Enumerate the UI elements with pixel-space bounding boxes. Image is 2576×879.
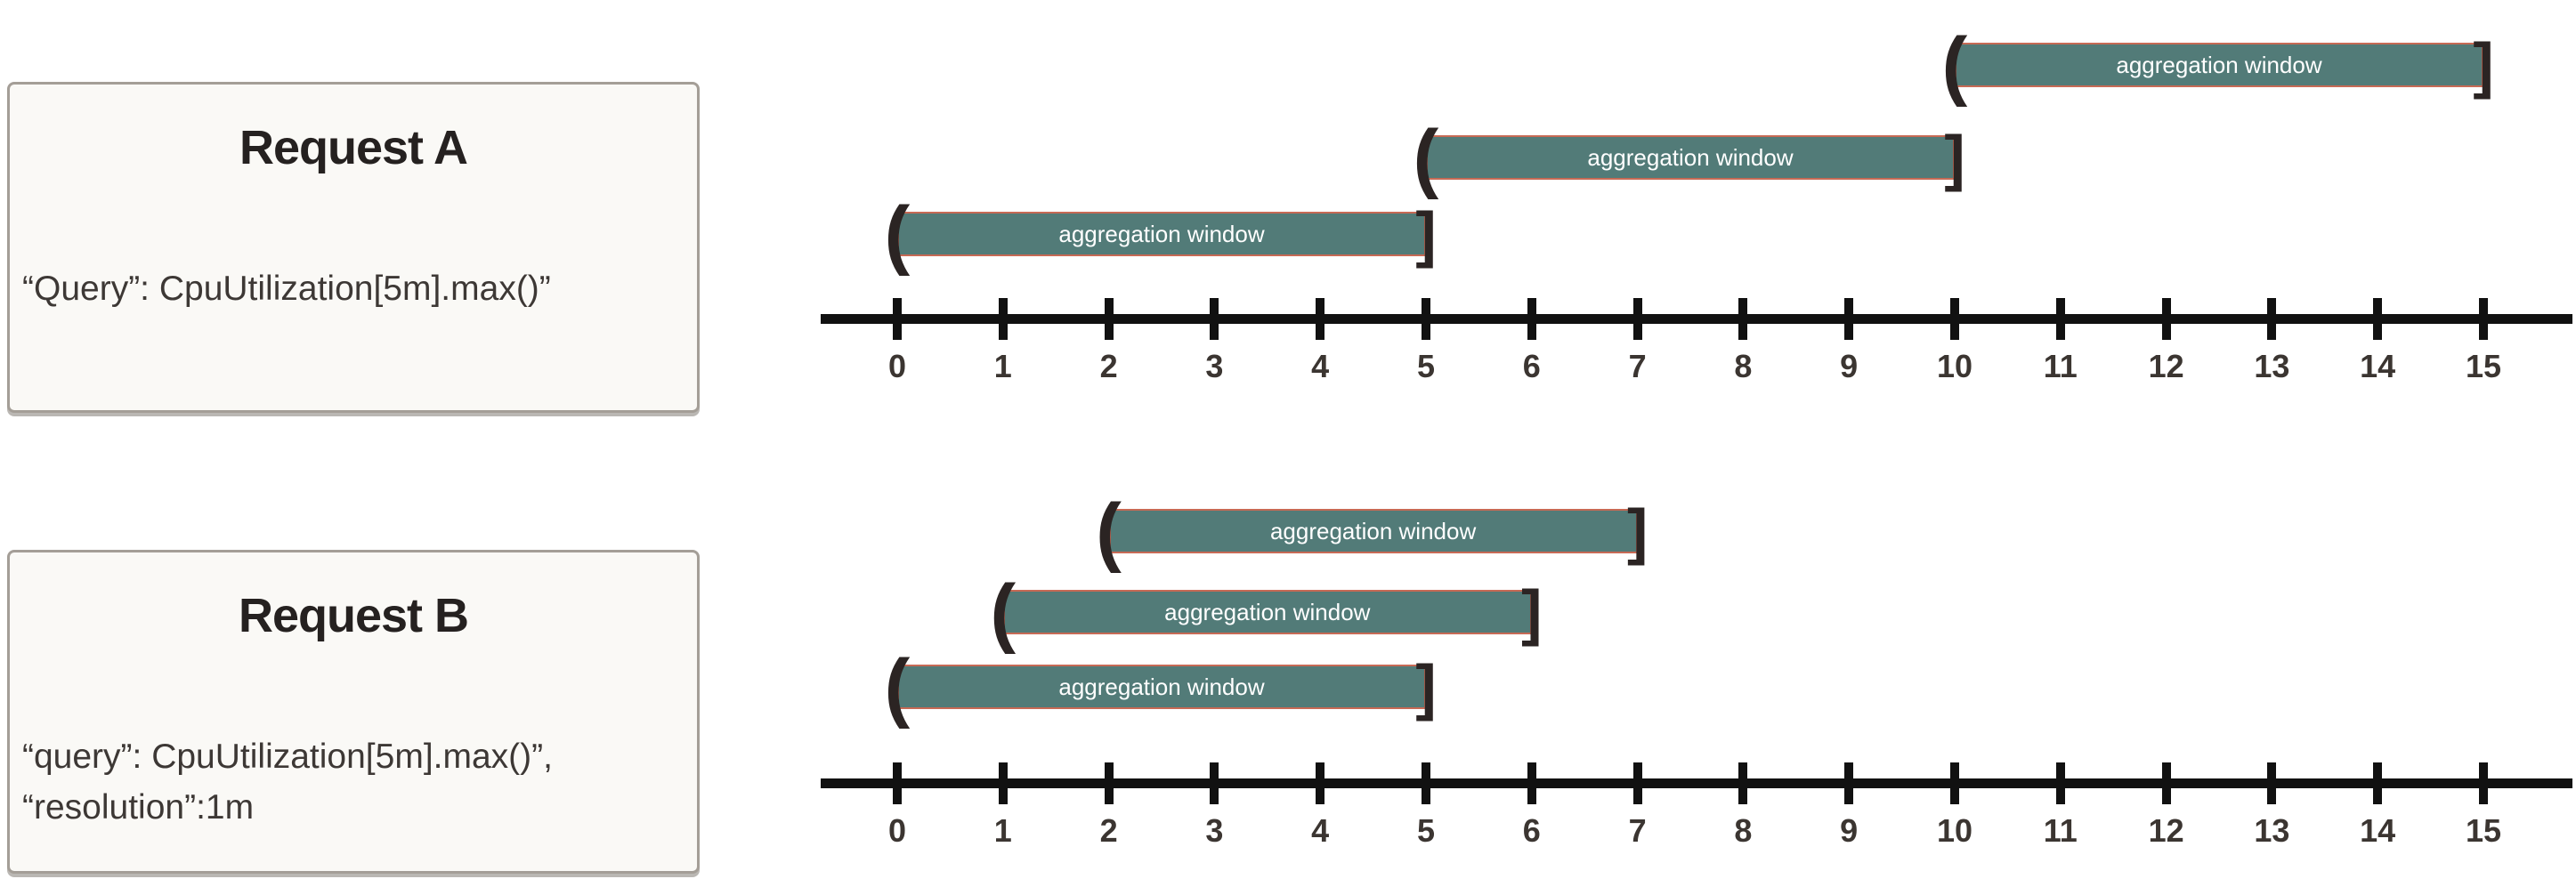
timeline-a-tick [1632,298,1642,340]
timeline-b-tick [2373,762,2383,804]
timeline-a-tick-label: 6 [1522,348,1541,384]
timeline-b-tick [1527,762,1536,804]
timeline-b-tick-label: 1 [993,812,1012,849]
timeline-a-tick-label: 15 [2465,348,2502,384]
timeline-a-tick [1738,298,1748,340]
timeline-b-tick [1210,762,1219,804]
timeline-b-tick-label: 5 [1416,812,1436,849]
timeline-a-tick [1527,298,1536,340]
interval-open-bracket-icon: ( [884,644,911,730]
interval-open-bracket-icon: ( [990,569,1017,655]
timeline-a-tick [1316,298,1325,340]
request-a-box: Request A “Query”: CpuUtilization[5m].ma… [7,82,700,413]
timeline-a-axis [821,314,2572,324]
aggregation-window-label: aggregation window [1269,517,1477,544]
timeline-a-tick-label: 13 [2254,348,2290,384]
timeline-b-tick [2479,762,2488,804]
timeline-a-tick [1422,298,1430,340]
timeline-a-tick [1210,298,1219,340]
timeline-b-axis [821,778,2572,788]
timeline-a-tick-label: 12 [2148,348,2184,384]
timeline-b-tick-label: 10 [1936,812,1973,849]
timeline-a-tick-label: 8 [1734,348,1753,384]
timeline-a-tick-label: 1 [993,348,1012,384]
timeline-b-tick [2161,762,2171,804]
aggregation-window-label: aggregation window [2116,51,2322,78]
timeline-b-tick [893,762,902,804]
timeline-b-tick [1104,762,1114,804]
timeline-b-tick [998,762,1008,804]
timeline-a-tick-label: 7 [1628,348,1647,384]
timeline-a-tick [2055,298,2065,340]
interval-open-bracket-icon: ( [1413,115,1439,200]
timeline-b-tick-label: 14 [2360,812,2396,849]
request-b-box: Request B “query”: CpuUtilization[5m].ma… [7,550,700,874]
timeline-b-tick [1632,762,1642,804]
request-b-query-text: “query”: CpuUtilization[5m].max()”, “res… [22,732,685,833]
timeline-a-tick-label: 0 [887,348,907,384]
timeline-a-tick [1104,298,1114,340]
timeline-b-tick-label: 13 [2254,812,2290,849]
timeline-b-tick [1422,762,1430,804]
timeline-b-tick [2055,762,2065,804]
timeline-a-tick-label: 2 [1099,348,1118,384]
request-a-query-line: “Query”: CpuUtilization[5m].max()” [22,270,551,308]
aggregation-window-label: aggregation window [1058,673,1265,700]
timeline-a-tick [2479,298,2488,340]
timeline-b-tick-label: 6 [1522,812,1541,849]
aggregation-window-bar: aggregation window [1002,590,1532,634]
timeline-b-tick [1950,762,1959,804]
timeline-a-tick [2373,298,2383,340]
interval-open-bracket-icon: ( [1941,22,1968,108]
interval-close-bracket-icon: ] [1944,123,1965,192]
timeline-a-tick [1950,298,1959,340]
interval-close-bracket-icon: ] [1415,652,1437,722]
aggregation-window-label: aggregation window [1058,220,1265,247]
timeline-b-tick [1844,762,1854,804]
timeline-b-tick-label: 7 [1628,812,1647,849]
interval-close-bracket-icon: ] [1415,199,1437,269]
aggregation-window-bar: aggregation window [897,212,1426,256]
request-a-query-text: “Query”: CpuUtilization[5m].max()” [22,264,685,315]
aggregation-window-bar: aggregation window [1955,43,2483,87]
aggregation-window-bar: aggregation window [897,665,1426,709]
timeline-a-tick-label: 3 [1205,348,1224,384]
request-b-query-line: “query”: CpuUtilization[5m].max()”, [22,738,553,776]
aggregation-window-label: aggregation window [1587,143,1794,171]
request-a-title: Request A [239,121,468,174]
timeline-a-tick-label: 11 [2043,348,2078,384]
timeline-b-tick-label: 8 [1734,812,1753,849]
timeline-b-tick [1316,762,1325,804]
interval-open-bracket-icon: ( [884,191,911,277]
request-b-resolution-line: “resolution”:1m [22,787,255,827]
request-b-title: Request B [238,589,469,642]
interval-close-bracket-icon: ] [1626,496,1648,566]
aggregation-window-bar: aggregation window [1108,509,1638,553]
timeline-a-tick-label: 4 [1311,348,1330,384]
timeline-b-tick-label: 0 [887,812,907,849]
timeline-b-tick [1738,762,1748,804]
timeline-a-tick [1844,298,1854,340]
timeline-b-tick-label: 3 [1205,812,1224,849]
timeline-b-tick-label: 9 [1840,812,1859,849]
timeline-a-tick-label: 14 [2360,348,2396,384]
interval-close-bracket-icon: ] [1521,577,1543,647]
timeline-a-tick [998,298,1008,340]
interval-close-bracket-icon: ] [2473,30,2494,100]
timeline-b-tick-label: 12 [2148,812,2184,849]
timeline-b-tick [2267,762,2277,804]
aggregation-window-label: aggregation window [1164,598,1371,625]
timeline-a-tick-label: 10 [1936,348,1973,384]
timeline-b-tick-label: 11 [2043,812,2078,849]
timeline-a-tick [2267,298,2277,340]
timeline-a-tick [2161,298,2171,340]
interval-open-bracket-icon: ( [1096,488,1122,574]
timeline-b-tick-label: 2 [1099,812,1118,849]
timeline-b-tick-label: 4 [1311,812,1330,849]
timeline-a-tick-label: 5 [1416,348,1436,384]
timeline-a-tick [893,298,902,340]
timeline-a-tick-label: 9 [1840,348,1859,384]
aggregation-window-bar: aggregation window [1426,135,1955,180]
timeline-b-tick-label: 15 [2465,812,2502,849]
